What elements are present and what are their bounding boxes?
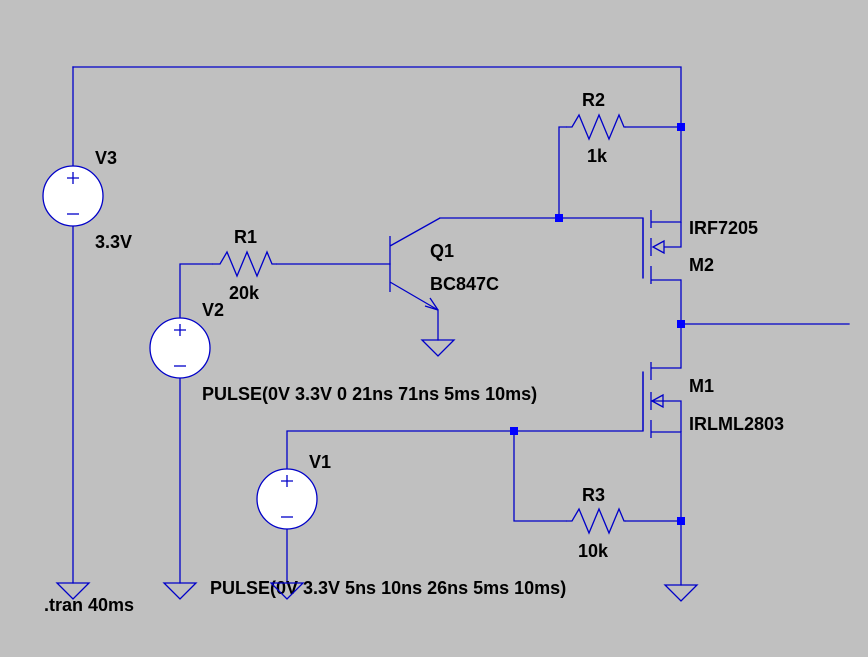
resistor-r1[interactable]: R1 20k	[212, 227, 277, 303]
q1-name: Q1	[430, 241, 454, 261]
ground-icon[interactable]	[162, 582, 198, 600]
r2-value: 1k	[587, 146, 608, 166]
v3-name: V3	[95, 148, 117, 168]
m1-name: M1	[689, 376, 714, 396]
wire-r3-left[interactable]	[513, 430, 567, 522]
v2-value: PULSE(0V 3.3V 0 21ns 71ns 5ms 10ms)	[202, 384, 537, 404]
voltage-source-v2[interactable]: V2 PULSE(0V 3.3V 0 21ns 71ns 5ms 10ms)	[149, 300, 537, 404]
m1-value: IRLML2803	[689, 414, 784, 434]
junction-node[interactable]	[555, 214, 563, 222]
grounds	[55, 339, 699, 602]
r1-name: R1	[234, 227, 257, 247]
junction-node[interactable]	[510, 427, 518, 435]
v1-name: V1	[309, 452, 331, 472]
resistor-icon	[566, 507, 626, 535]
resistor-icon	[566, 113, 626, 141]
wire-r2-left[interactable]	[558, 126, 567, 219]
plus-sign	[67, 172, 79, 184]
voltage-source-icon	[42, 165, 104, 227]
r3-value: 10k	[578, 541, 609, 561]
npn-transistor-icon	[389, 217, 441, 311]
junction-node[interactable]	[677, 517, 685, 525]
transistor-q1[interactable]: Q1 BC847C	[389, 217, 499, 311]
emitter-arrow-icon	[424, 297, 439, 311]
ground-icon[interactable]	[663, 584, 699, 602]
pmos-arrow-icon	[651, 239, 665, 255]
pmos-terminals-icon	[651, 221, 682, 281]
v2-name: V2	[202, 300, 224, 320]
mosfet-m1[interactable]: M1 IRLML2803	[642, 362, 784, 438]
r1-value: 20k	[229, 283, 260, 303]
v1-value: PULSE(0V 3.3V 5ns 10ns 26ns 5ms 10ms)	[210, 578, 566, 598]
nmos-terminals-icon	[651, 367, 682, 433]
simulation-directive[interactable]: .tran 40ms	[44, 595, 134, 615]
q1-value: BC847C	[430, 274, 499, 294]
m2-name: M2	[689, 255, 714, 275]
nmos-arrow-icon	[650, 393, 664, 409]
r3-name: R3	[582, 485, 605, 505]
junction-node[interactable]	[677, 123, 685, 131]
ground-icon[interactable]	[269, 582, 305, 600]
junction-node[interactable]	[677, 320, 685, 328]
resistor-icon	[212, 250, 277, 278]
resistor-r3[interactable]: R3 10k	[566, 485, 626, 561]
wire-m2-gate[interactable]	[439, 217, 644, 279]
ground-icon[interactable]	[55, 582, 91, 600]
plus-sign	[281, 475, 293, 487]
wire-v2-top[interactable]	[179, 263, 213, 319]
resistor-r2[interactable]: R2 1k	[566, 90, 626, 166]
plus-sign	[174, 324, 186, 336]
voltage-source-icon	[256, 468, 318, 530]
r2-name: R2	[582, 90, 605, 110]
mosfet-m2[interactable]: IRF7205 M2	[642, 210, 758, 284]
m2-value: IRF7205	[689, 218, 758, 238]
voltage-source-v1[interactable]: V1 PULSE(0V 3.3V 5ns 10ns 26ns 5ms 10ms)	[210, 452, 566, 598]
ground-icon[interactable]	[420, 339, 456, 357]
voltage-source-icon	[149, 317, 211, 379]
wire-top-rail[interactable]	[72, 66, 682, 223]
junction-nodes	[510, 123, 685, 525]
v3-value: 3.3V	[95, 232, 132, 252]
voltage-source-v3[interactable]: V3 3.3V	[42, 148, 132, 252]
